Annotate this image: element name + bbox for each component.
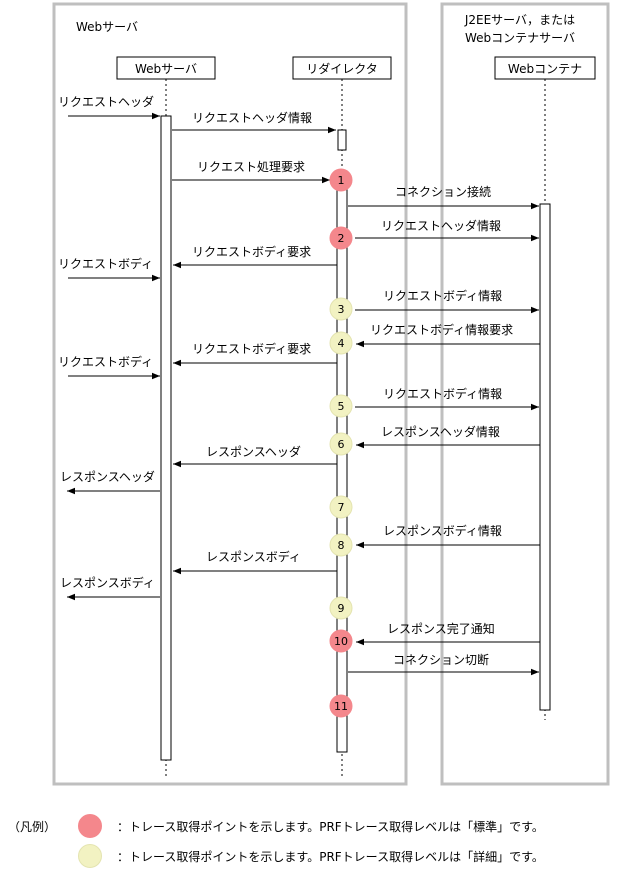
sequence-diagram: Webサーバ J2EEサーバ，または Webコンテナサーバ Webサーバ リダイ… xyxy=(52,2,610,786)
trace-point-1-label: 1 xyxy=(338,174,345,187)
label-m15: レスポンスヘッダ xyxy=(60,469,155,484)
trace-point-2: 2 xyxy=(329,226,353,250)
label-m02: リクエストヘッダ情報 xyxy=(192,110,312,125)
lifeline-redirector-label: リダイレクタ xyxy=(306,61,378,76)
label-m07: リクエストボディ xyxy=(58,256,153,271)
label-m09: リクエストボディ情報要求 xyxy=(370,322,513,337)
activation-redirector xyxy=(336,177,348,753)
trace-point-7-label: 7 xyxy=(338,501,345,514)
label-m11: リクエストボディ xyxy=(58,354,153,369)
label-m12: リクエストボディ情報 xyxy=(383,386,502,401)
trace-point-4: 4 xyxy=(329,331,353,355)
trace-point-10: 10 xyxy=(329,629,353,653)
trace-point-6: 6 xyxy=(329,432,353,456)
trace-point-5-label: 5 xyxy=(338,400,345,413)
trace-point-11: 11 xyxy=(329,694,353,718)
activation-webcontainer xyxy=(539,203,551,711)
trace-point-4-label: 4 xyxy=(338,337,345,350)
label-m06: リクエストボディ要求 xyxy=(192,244,311,259)
legend-heading: （凡例） xyxy=(8,819,57,834)
web-server-region xyxy=(52,2,408,786)
lifeline-webcontainer-label: Webコンテナ xyxy=(508,62,582,76)
activation-redirector-short xyxy=(337,129,347,151)
label-m14: レスポンスヘッダ xyxy=(206,444,301,459)
activation-webserver xyxy=(160,115,172,761)
trace-point-5: 5 xyxy=(329,394,353,418)
app-server-region xyxy=(440,2,610,786)
label-m17: レスポンスボディ xyxy=(206,549,301,564)
app-server-region-title-2: Webコンテナサーバ xyxy=(465,31,575,45)
trace-point-6-label: 6 xyxy=(338,438,345,451)
label-m10: リクエストボディ要求 xyxy=(192,341,311,356)
label-m19: レスポンス完了通知 xyxy=(387,621,495,636)
lifeline-webserver-label: Webサーバ xyxy=(135,62,197,76)
trace-point-7: 7 xyxy=(329,495,353,519)
trace-point-3-label: 3 xyxy=(338,303,345,316)
label-m04: コネクション接続 xyxy=(395,184,491,199)
legend-detail-text: ：トレース取得ポイントを示します。PRFトレース取得レベルは「詳細」です。 xyxy=(117,849,544,864)
label-m03: リクエスト処理要求 xyxy=(197,160,305,174)
legend-detail-swatch xyxy=(78,844,102,868)
trace-point-2-label: 2 xyxy=(338,232,345,245)
label-m05: リクエストヘッダ情報 xyxy=(381,218,501,233)
label-m08: リクエストボディ情報 xyxy=(383,288,502,303)
legend-standard-text: ：トレース取得ポイントを示します。PRFトレース取得レベルは「標準」です。 xyxy=(117,819,544,834)
trace-point-10-label: 10 xyxy=(334,635,348,648)
label-m18: レスポンスボディ xyxy=(60,575,155,590)
trace-point-9-label: 9 xyxy=(338,602,345,615)
trace-point-8: 8 xyxy=(329,533,353,557)
label-m13: レスポンスヘッダ情報 xyxy=(381,424,500,439)
web-server-region-title: Webサーバ xyxy=(76,20,138,34)
label-m16: レスポンスボディ情報 xyxy=(383,523,502,538)
trace-point-3: 3 xyxy=(329,297,353,321)
label-m20: コネクション切断 xyxy=(393,652,489,667)
trace-point-8-label: 8 xyxy=(338,539,345,552)
trace-point-11-label: 11 xyxy=(334,700,348,713)
trace-point-1: 1 xyxy=(329,168,353,192)
trace-point-9: 9 xyxy=(329,596,353,620)
legend-standard-swatch xyxy=(78,814,102,838)
label-m01: リクエストヘッダ xyxy=(58,94,154,109)
app-server-region-title-1: J2EEサーバ，または xyxy=(464,13,575,27)
